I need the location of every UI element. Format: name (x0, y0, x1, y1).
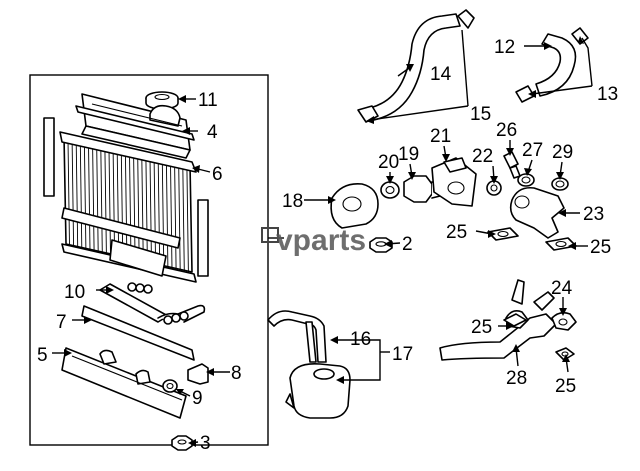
callout-24: 24 (551, 278, 573, 299)
callout-3: 3 (200, 433, 211, 454)
water-outlet-housing[interactable] (431, 157, 477, 207)
water-inlet[interactable] (330, 182, 379, 229)
water-bypass-pipe[interactable] (509, 186, 565, 239)
coolant-reservoir[interactable] (285, 362, 351, 419)
lower-tank[interactable] (61, 347, 187, 419)
callout-6: 6 (212, 164, 223, 185)
callout-12: 12 (494, 37, 515, 58)
left-side-bracket[interactable] (43, 117, 55, 197)
callout-25-a: 25 (446, 222, 467, 243)
callout-2: 2 (402, 234, 413, 255)
watermark-logo: vparts (261, 224, 366, 257)
reservoir-hose[interactable] (267, 310, 327, 363)
lower-support[interactable] (109, 239, 167, 277)
callout-9: 9 (192, 388, 203, 409)
radiator-cap[interactable] (145, 91, 179, 110)
gasket-a[interactable] (487, 227, 519, 241)
callout-20: 20 (378, 152, 399, 173)
callout-29: 29 (552, 142, 573, 163)
gasket-c[interactable] (503, 313, 527, 327)
lower-seal[interactable] (81, 305, 195, 361)
callout-25-b: 25 (590, 237, 611, 258)
callout-26: 26 (496, 120, 517, 141)
callout-labels: 11 4 6 10 7 5 8 9 3 2 18 20 19 21 22 26 … (37, 37, 618, 454)
drain-hose-assembly[interactable] (99, 282, 206, 325)
temperature-sensor[interactable] (503, 151, 521, 179)
inlet-gasket[interactable] (380, 181, 400, 199)
watermark-text: vparts (276, 224, 366, 257)
radiator-assembly-frame (29, 74, 269, 446)
gasket-b[interactable] (545, 237, 577, 251)
callout-21: 21 (430, 126, 451, 147)
callout-23: 23 (583, 204, 604, 225)
callout-15: 15 (470, 104, 491, 125)
callout-28: 28 (506, 368, 527, 389)
callout-25-c: 25 (471, 317, 492, 338)
callout-22: 22 (472, 146, 493, 167)
drain-plug[interactable] (162, 379, 178, 393)
arrowheads (64, 36, 584, 447)
upper-radiator-hose[interactable] (357, 9, 475, 123)
upper-seal[interactable] (75, 105, 195, 141)
callout-16: 16 (350, 329, 371, 350)
lower-fitting[interactable] (187, 363, 209, 385)
lower-bracket[interactable] (61, 207, 181, 249)
callout-18: 18 (282, 191, 303, 212)
callout-27: 27 (522, 140, 543, 161)
callout-14: 14 (430, 64, 452, 85)
o-ring[interactable] (517, 173, 535, 187)
callout-5: 5 (37, 345, 48, 366)
callout-13: 13 (597, 84, 618, 105)
gasket-d[interactable] (555, 347, 575, 361)
callout-10: 10 (64, 282, 85, 303)
callout-17: 17 (392, 344, 413, 365)
callout-8: 8 (231, 363, 242, 384)
callout-19: 19 (398, 144, 419, 165)
callout-4: 4 (207, 122, 218, 143)
callout-11: 11 (198, 90, 218, 111)
callout-7: 7 (56, 312, 67, 333)
callout-25-d: 25 (555, 376, 576, 397)
right-side-bracket[interactable] (197, 199, 209, 277)
mounting-nut[interactable] (171, 435, 193, 451)
